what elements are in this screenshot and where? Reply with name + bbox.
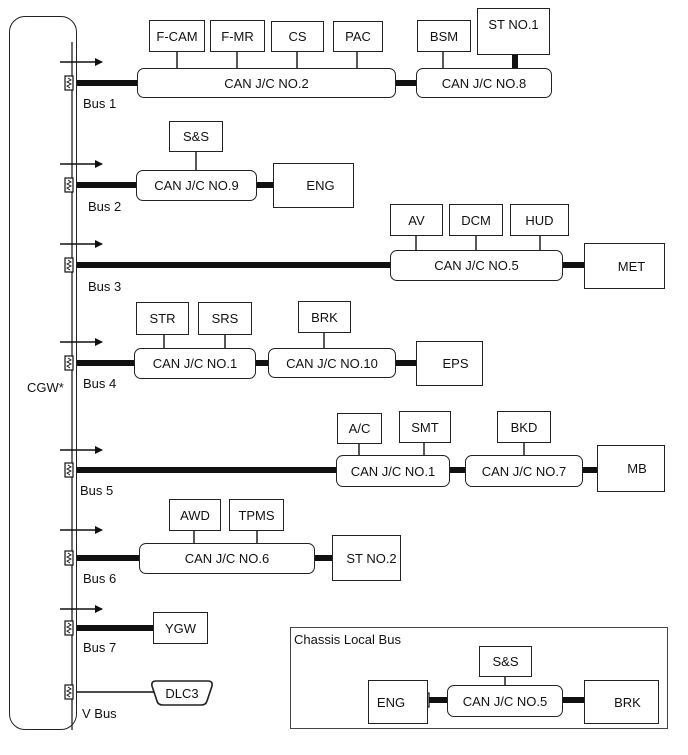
node-av: AV [390,204,443,236]
bus-6-label: Bus 6 [83,571,117,586]
node-f-mr: F-MR [210,20,265,52]
bus-trunks [76,55,597,703]
node-f-cam: F-CAM [149,20,205,52]
junction-can-jc-no7: CAN J/C NO.7 [465,455,583,487]
chassis-local-bus-title: Chassis Local Bus [294,632,401,647]
node-dlc3: DLC3 [150,680,214,706]
node-str: STR [136,302,189,335]
node-brk: BRK [298,301,351,333]
node-bsm: BSM [417,20,471,52]
bus-3-label: Bus 3 [88,279,122,294]
junction-can-jc-no6: CAN J/C NO.6 [139,543,315,574]
node-ac: A/C [337,413,382,444]
bus-1-label: Bus 1 [83,96,117,111]
node-mb: MB [597,445,665,492]
node-hud: HUD [510,204,569,236]
junction-can-jc-no8: CAN J/C NO.8 [416,68,552,98]
node-awd: AWD [169,499,221,531]
junction-can-jc-no5: CAN J/C NO.5 [390,250,563,281]
v-bus-label: V Bus [82,706,117,721]
node-pac: PAC [333,21,383,52]
node-met: MET [584,243,665,289]
node-st-no1: ST NO.1 [477,8,550,55]
node-tpms: TPMS [229,499,284,531]
node-smt: SMT [399,411,451,443]
chassis-node-brk: BRK [584,680,659,724]
node-bkd: BKD [497,411,551,443]
node-st-no2: ST NO.2 [332,535,401,581]
node-s-and-s: S&S [169,121,223,152]
node-ygw: YGW [153,612,208,644]
node-cs: CS [271,21,324,52]
junction-can-jc-no2: CAN J/C NO.2 [137,68,396,98]
node-eps: EPS [416,341,483,386]
gateway-label: CGW* [27,380,64,395]
junction-can-jc-no10: CAN J/C NO.10 [268,348,396,378]
node-dcm: DCM [449,204,503,236]
chassis-node-s-and-s: S&S [479,646,532,677]
chassis-junction-can-jc-no5: CAN J/C NO.5 [447,685,563,717]
bus-5-label: Bus 5 [80,483,114,498]
chassis-node-eng: ENG [368,680,428,724]
bus-4-label: Bus 4 [83,376,117,391]
junction-can-jc-no9: CAN J/C NO.9 [136,170,257,201]
chassis-local-bus-panel [290,627,668,729]
junction-can-jc-no1-bus5: CAN J/C NO.1 [336,455,450,487]
junction-can-jc-no1-bus4: CAN J/C NO.1 [134,348,256,379]
bus-7-label: Bus 7 [83,640,117,655]
central-gateway-box [9,16,77,730]
node-eng: ENG [273,163,354,208]
dlc-connector-shape [151,680,213,706]
bus-2-label: Bus 2 [88,199,122,214]
node-srs: SRS [198,302,252,335]
dlc3-label: DLC3 [165,685,199,701]
bus-arrows [60,58,103,613]
node-stubs [163,52,541,686]
